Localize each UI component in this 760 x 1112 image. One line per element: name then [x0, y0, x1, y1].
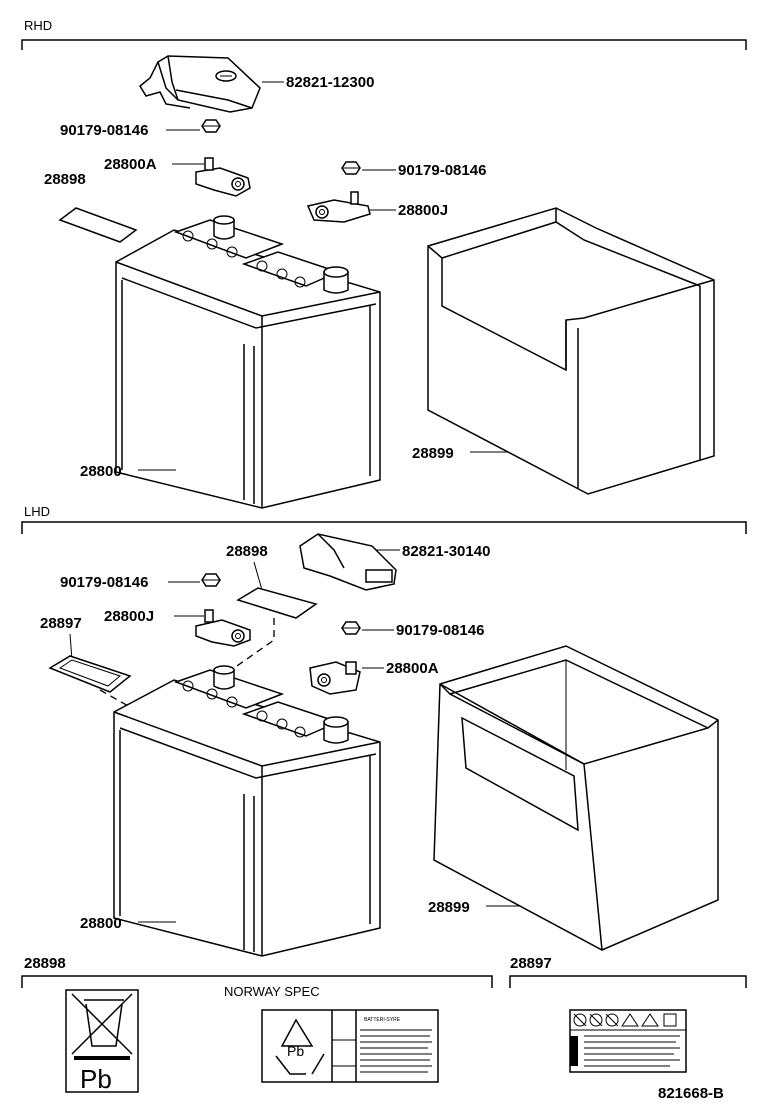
rhd-terminal-a-label: 28800A	[104, 156, 157, 173]
recycle-sticker	[261, 1009, 439, 1083]
bottom-label-28897: 28897	[510, 955, 552, 972]
section-label-rhd: RHD	[24, 18, 52, 33]
rhd-label-part-label: 28898	[44, 171, 86, 188]
lhd-nut-left	[201, 573, 221, 587]
lhd-label-297-label: 28897	[40, 615, 82, 632]
rhd-battery	[115, 215, 381, 509]
lhd-tray-label: 28899	[428, 899, 470, 916]
rhd-nut-top	[201, 119, 221, 133]
lhd-label-part-label: 28898	[226, 543, 268, 560]
rhd-terminal-cover	[139, 55, 261, 113]
lhd-cover-part-label: 82821-30140	[402, 543, 490, 560]
rhd-battery-label: 28800	[80, 463, 122, 480]
norway-spec-label: NORWAY SPEC	[224, 984, 320, 999]
lhd-terminal-j-label: 28800J	[104, 608, 154, 625]
rhd-label-sticker	[58, 207, 138, 243]
lhd-terminal-j	[195, 609, 251, 647]
rhd-cover-part-label: 82821-12300	[286, 74, 374, 91]
warning-label-sticker	[569, 1009, 687, 1073]
recycle-pb-text: Pb	[287, 1043, 304, 1059]
lhd-terminal-cover	[299, 533, 397, 591]
rhd-terminal-j-label: 28800J	[398, 202, 448, 219]
lhd-terminal-a	[309, 661, 361, 695]
bottom-label-28898: 28898	[24, 955, 66, 972]
lhd-tray	[433, 645, 719, 951]
section-label-lhd: LHD	[24, 504, 50, 519]
lhd-terminal-a-label: 28800A	[386, 660, 439, 677]
rhd-terminal-j	[306, 191, 371, 223]
rhd-terminal-a	[195, 157, 251, 197]
rhd-nut-top-label: 90179-08146	[60, 122, 148, 139]
bottom-bracket-28898	[21, 975, 493, 988]
figure-id: 821668-B	[658, 1085, 724, 1102]
pb-symbol-text: Pb	[80, 1064, 112, 1094]
lhd-bracket	[21, 521, 747, 534]
rhd-nut-right-label: 90179-08146	[398, 162, 486, 179]
lhd-battery	[113, 665, 381, 957]
rhd-nut-right	[341, 161, 361, 175]
rhd-tray-label: 28899	[412, 445, 454, 462]
rhd-tray	[427, 207, 715, 495]
rhd-bracket	[21, 39, 747, 50]
lhd-label-sticker	[236, 587, 318, 619]
lhd-nut-left-label: 90179-08146	[60, 574, 148, 591]
lhd-battery-label: 28800	[80, 915, 122, 932]
sticker-header-text: BATTERI-SYRE	[364, 1017, 401, 1023]
bottom-bracket-28897	[509, 975, 747, 988]
lhd-nut-right-label: 90179-08146	[396, 622, 484, 639]
lhd-nut-right	[341, 621, 361, 635]
crossed-bin-icon	[65, 989, 139, 1093]
lhd-label-297-sticker	[48, 655, 132, 693]
